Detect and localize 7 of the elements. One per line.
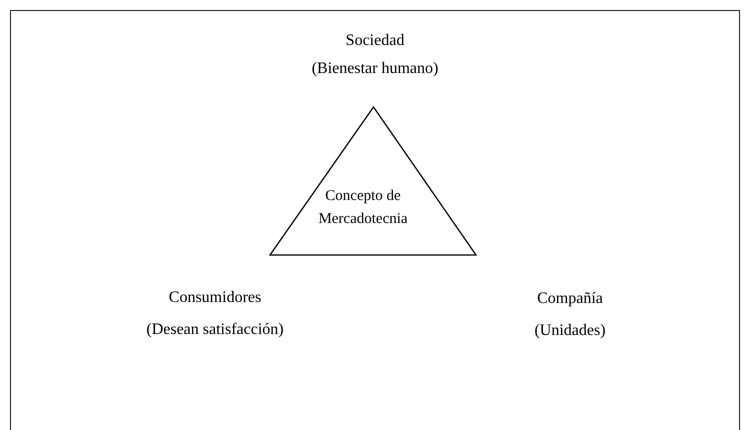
label-text: (Unidades): [534, 322, 606, 340]
label-text: Compañía: [537, 290, 603, 308]
label-text: Sociedad: [346, 32, 404, 50]
concept-text: Concepto de Mercadotecnia: [318, 187, 408, 229]
label-text: (Bienestar humano): [312, 60, 438, 78]
label-text: (Desean satisfacción): [146, 321, 284, 339]
label-text: Consumidores: [168, 289, 262, 307]
